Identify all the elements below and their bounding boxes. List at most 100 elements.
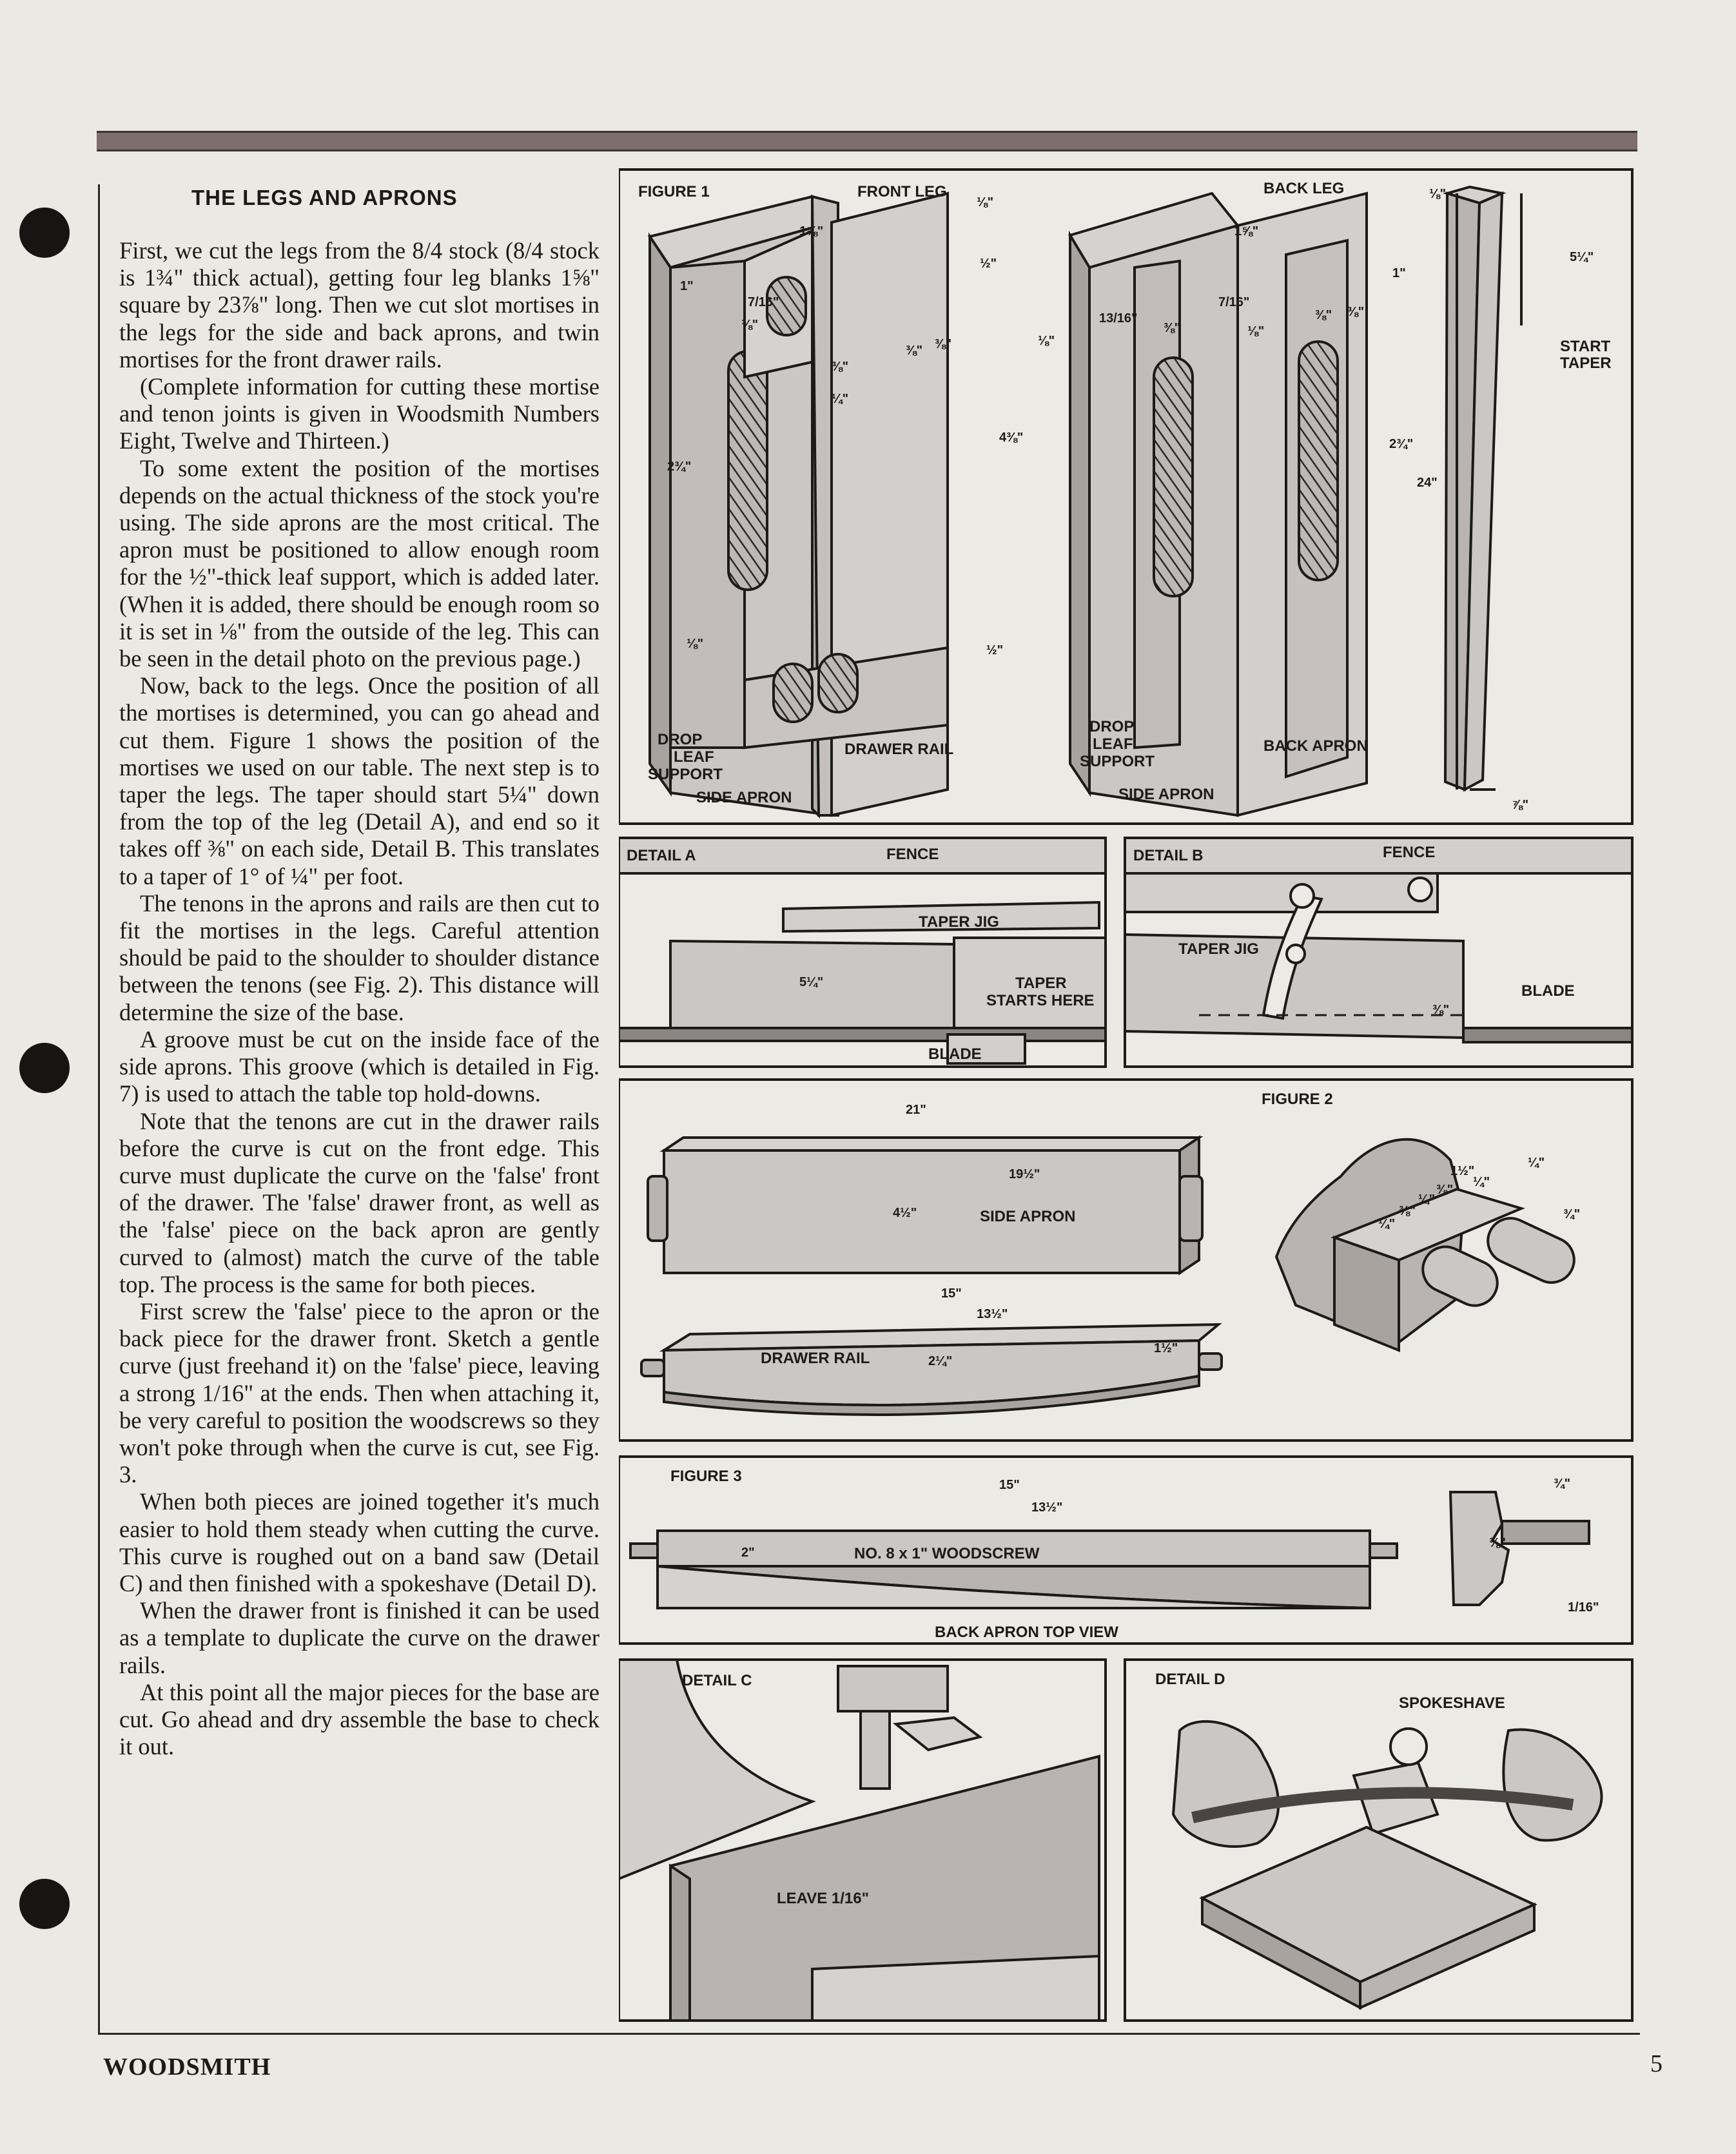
figures-panel: FIGURE 1 FRONT LEG BACK LEG DROP LEAF SU… [619,168,1634,2022]
article-column: THE LEGS AND APRONS First, we cut the le… [119,186,600,1760]
detail-a [619,837,1107,1068]
top-color-bar [97,131,1637,151]
fig2-d21: 21" [906,1103,926,1117]
dim-back-3-8: ⅜" [1164,321,1180,335]
figure-3 [619,1455,1634,1645]
dim-front-7-16: 7/16" [748,295,779,309]
fig3-d13-5: 13½" [1031,1500,1062,1515]
fig3-d15: 15" [999,1478,1020,1492]
binder-hole-top [19,208,70,258]
fig3-d1-16: 1/16" [1568,1600,1599,1615]
start-taper-label-1: START [1560,338,1611,355]
article-paragraph: (Complete information for cutting these … [119,373,600,454]
detail-d-spokeshave: SPOKESHAVE [1399,1694,1505,1712]
fig2-d15: 15" [941,1286,962,1301]
article-paragraph: When both pieces are joined together it'… [119,1488,600,1596]
article-paragraph: At this point all the major pieces for t… [119,1678,600,1760]
dim-front-3-8: ⅜" [741,318,758,332]
fig3-d3-4: ¾" [1554,1477,1570,1491]
page-number: 5 [1650,2050,1663,2077]
drop-leaf-label-1: DROP [658,731,702,748]
detail-a-blade: BLADE [928,1045,982,1063]
article-paragraph: Note that the tenons are cut in the draw… [119,1107,600,1297]
figure-1-title: FIGURE 1 [638,183,710,200]
detail-a-dim: 5¼" [799,975,823,989]
detail-b-taper-jig: TAPER JIG [1178,940,1259,958]
fig2-joint-dim: ¼" [1473,1175,1490,1189]
fig2-d4-5: 4½" [893,1206,917,1220]
dim-front-slot: 2¾" [667,460,691,474]
fig2-joint-dim: ⅜" [1399,1204,1416,1218]
detail-c-leave: LEAVE 1/16" [777,1890,869,1907]
fig3-screw-label: NO. 8 x 1" WOODSCREW [854,1545,1040,1562]
article-paragraph: First screw the 'false' piece to the apr… [119,1297,600,1488]
detail-a-taper-starts-2: STARTS HERE [986,992,1095,1009]
dim-front-mortise-top: 1" [680,279,694,293]
fig2-d1-5: 1½" [1154,1341,1178,1355]
dim-back-1-8: ⅛" [1247,324,1264,338]
column-rule [98,184,100,2034]
dim-front-3-8-d: ⅜" [935,337,951,351]
dim-front-top: ⅛" [977,195,993,209]
drop-leaf-label-back-3: SUPPORT [1080,753,1155,770]
detail-c-title: DETAIL C [682,1672,752,1689]
detail-d-title: DETAIL D [1155,1671,1225,1688]
magazine-name: WOODSMITH [103,2053,271,2081]
detail-b [1124,837,1634,1068]
detail-a-taper-starts-1: TAPER [1015,975,1067,992]
article-paragraph: Now, back to the legs. Once the position… [119,672,600,889]
dim-front-1-4: ¼" [832,392,848,406]
dim-back-13-16: 13/16" [1099,311,1138,325]
figure-2 [619,1078,1634,1442]
dim-front-height: 4⅜" [999,431,1023,445]
fig2-joint-dim: ¾" [1563,1207,1580,1221]
detail-a-title: DETAIL A [627,847,696,864]
dim-front-bottom: ⅛" [687,637,703,651]
drop-leaf-label-2: LEAF [674,748,714,766]
fig2-joint-dim: ¼" [1378,1217,1395,1231]
front-leg-label: FRONT LEG [857,183,947,200]
bottom-rule [98,2033,1640,2035]
dim-back-1-8-b: ⅛" [1038,334,1055,348]
fig3-d2: 2" [741,1546,755,1560]
dim-front-width: 1⅝" [799,224,823,238]
article-paragraph: When the drawer front is finished it can… [119,1597,600,1678]
detail-d [1124,1658,1634,2022]
figure-1 [619,168,1634,825]
start-taper-label-2: TAPER [1560,354,1612,372]
fig2-d2-25: 2¼" [928,1354,952,1368]
detail-a-fence: FENCE [886,846,939,863]
drawer-rail-label: DRAWER RAIL [844,741,953,758]
drop-leaf-label-back-1: DROP [1089,718,1134,735]
fig2-side-apron: SIDE APRON [980,1208,1075,1225]
figure-3-title: FIGURE 3 [670,1468,742,1485]
detail-c [619,1658,1107,2022]
article-heading: THE LEGS AND APRONS [191,186,458,209]
article-paragraph: A groove must be cut on the inside face … [119,1025,600,1107]
dim-front-3-8-c: ⅜" [906,344,922,358]
binder-hole-middle [19,1043,70,1093]
dim-taper-length: 24" [1417,476,1438,490]
dim-front-half-top: ½" [980,257,997,271]
detail-b-title: DETAIL B [1133,847,1203,864]
fig3-d3-8: ⅜" [1489,1536,1506,1550]
fig2-joint-dim: ⅜" [1436,1183,1453,1197]
dim-back-3-8-b: ⅜" [1315,308,1332,322]
dim-front-half-bottom: ½" [986,643,1003,657]
back-apron-label: BACK APRON [1263,737,1368,755]
figure-2-title: FIGURE 2 [1262,1091,1333,1108]
article-paragraph: The tenons in the aprons and rails are t… [119,889,600,1025]
fig2-joint-dim: ¼" [1528,1156,1545,1170]
detail-a-taper-jig: TAPER JIG [919,913,999,931]
detail-b-fence: FENCE [1383,844,1435,861]
dim-back-3-8-c: ⅜" [1347,305,1364,319]
fig2-d19-5: 19½" [1009,1167,1040,1181]
dim-back-1: 1" [1392,266,1406,280]
dim-back-width: 1⅝" [1234,224,1258,238]
detail-b-blade: BLADE [1521,982,1575,1000]
fig2-d13-5: 13½" [977,1307,1008,1321]
article-paragraph: First, we cut the legs from the 8/4 stoc… [119,237,600,373]
fig2-joint-dim: 1½" [1450,1164,1474,1178]
fig2-drawer-rail: DRAWER RAIL [761,1350,870,1367]
drop-leaf-label-3: SUPPORT [648,766,723,783]
